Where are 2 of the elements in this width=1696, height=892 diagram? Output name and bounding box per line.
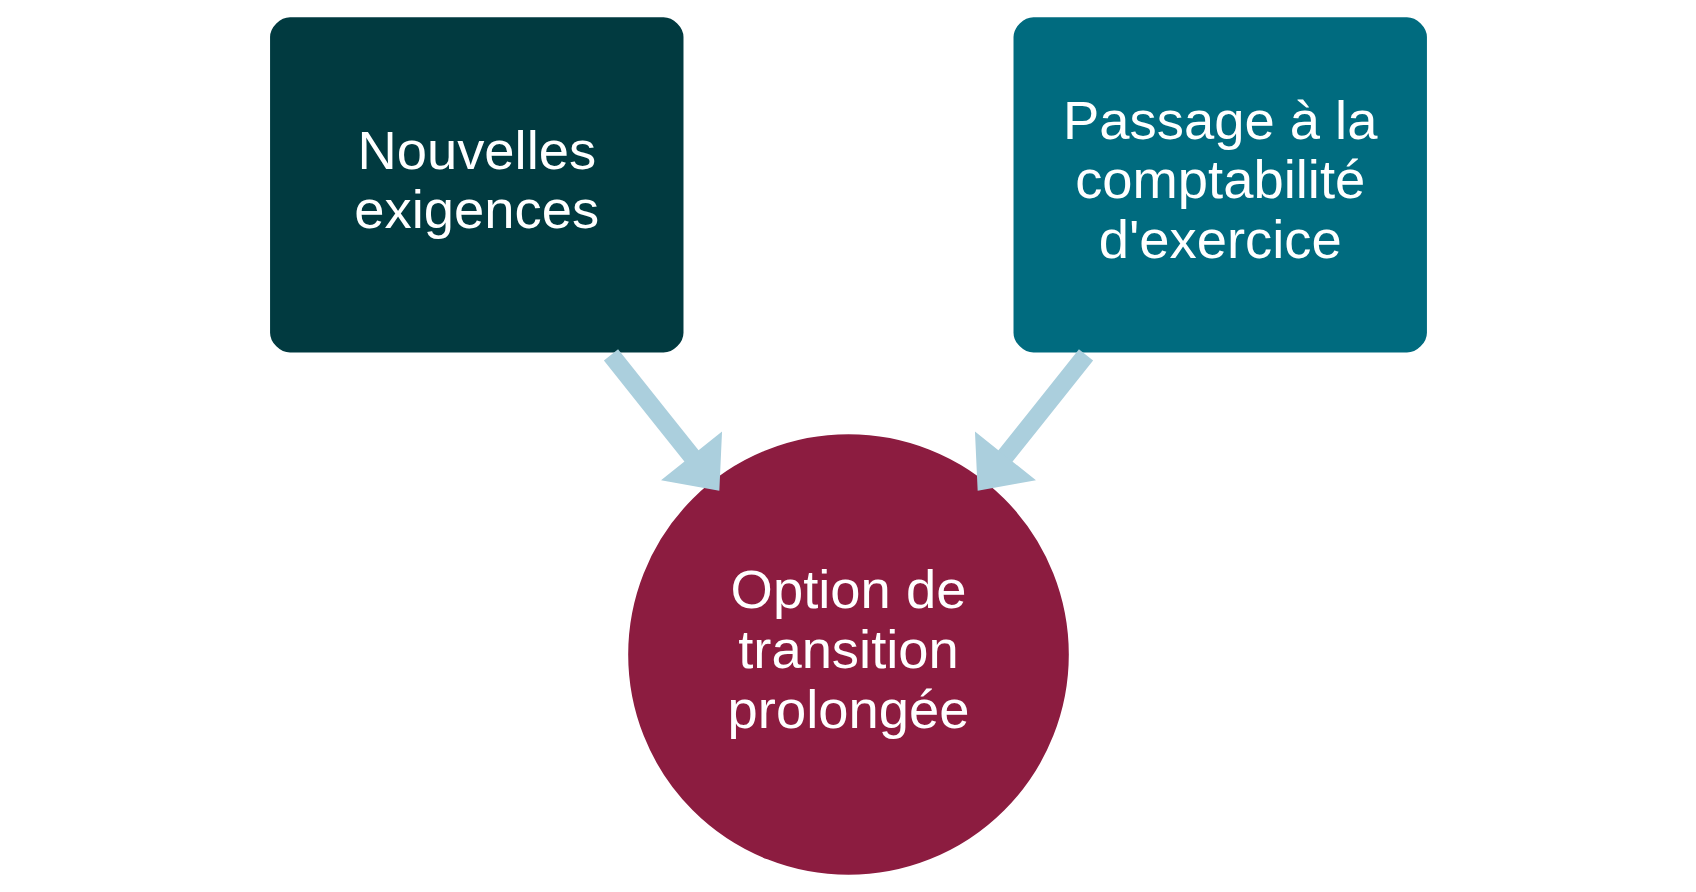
arrow — [603, 349, 722, 491]
arrow — [974, 349, 1093, 491]
